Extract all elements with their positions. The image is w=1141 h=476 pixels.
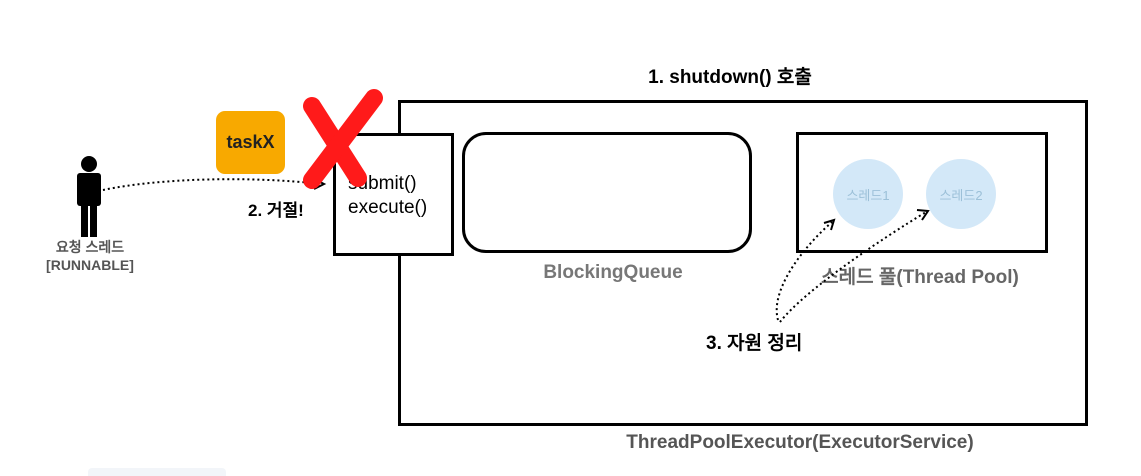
- request-thread-label: 요청 스레드 [RUNNABLE]: [20, 238, 160, 274]
- cleanup-arrowhead-2: [916, 209, 930, 221]
- cleanup-arrow-1: [775, 221, 833, 321]
- request-thread-state: [RUNNABLE]: [46, 257, 134, 273]
- request-arrow: [102, 178, 323, 191]
- thread-1: 스레드1: [833, 159, 903, 229]
- task-box: taskX: [216, 111, 285, 174]
- request-thread-name: 요청 스레드: [55, 239, 125, 255]
- executor-box: [398, 100, 1088, 426]
- cleanup-arrowhead-1: [823, 218, 836, 231]
- thread-pool-box: [796, 132, 1048, 253]
- diagram-title: 1. shutdown() 호출: [648, 67, 812, 88]
- reject-x-icon: [303, 89, 383, 189]
- cleanup-arrow-2: [779, 211, 927, 323]
- blocking-queue-box: [462, 132, 752, 253]
- executor-label: ThreadPoolExecutor(ExecutorService): [626, 432, 974, 453]
- cleanup-label: 3. 자원 정리: [706, 333, 803, 354]
- thread-2: 스레드2: [926, 159, 996, 229]
- blocking-queue-label: BlockingQueue: [543, 262, 683, 283]
- execute-method: execute(): [348, 197, 428, 218]
- bottom-stub: [88, 468, 226, 476]
- person-icon: [77, 156, 101, 237]
- thread-pool-label: 스레드 풀(Thread Pool): [821, 267, 1019, 288]
- reject-label: 2. 거절!: [248, 201, 304, 220]
- submit-box: [333, 133, 454, 256]
